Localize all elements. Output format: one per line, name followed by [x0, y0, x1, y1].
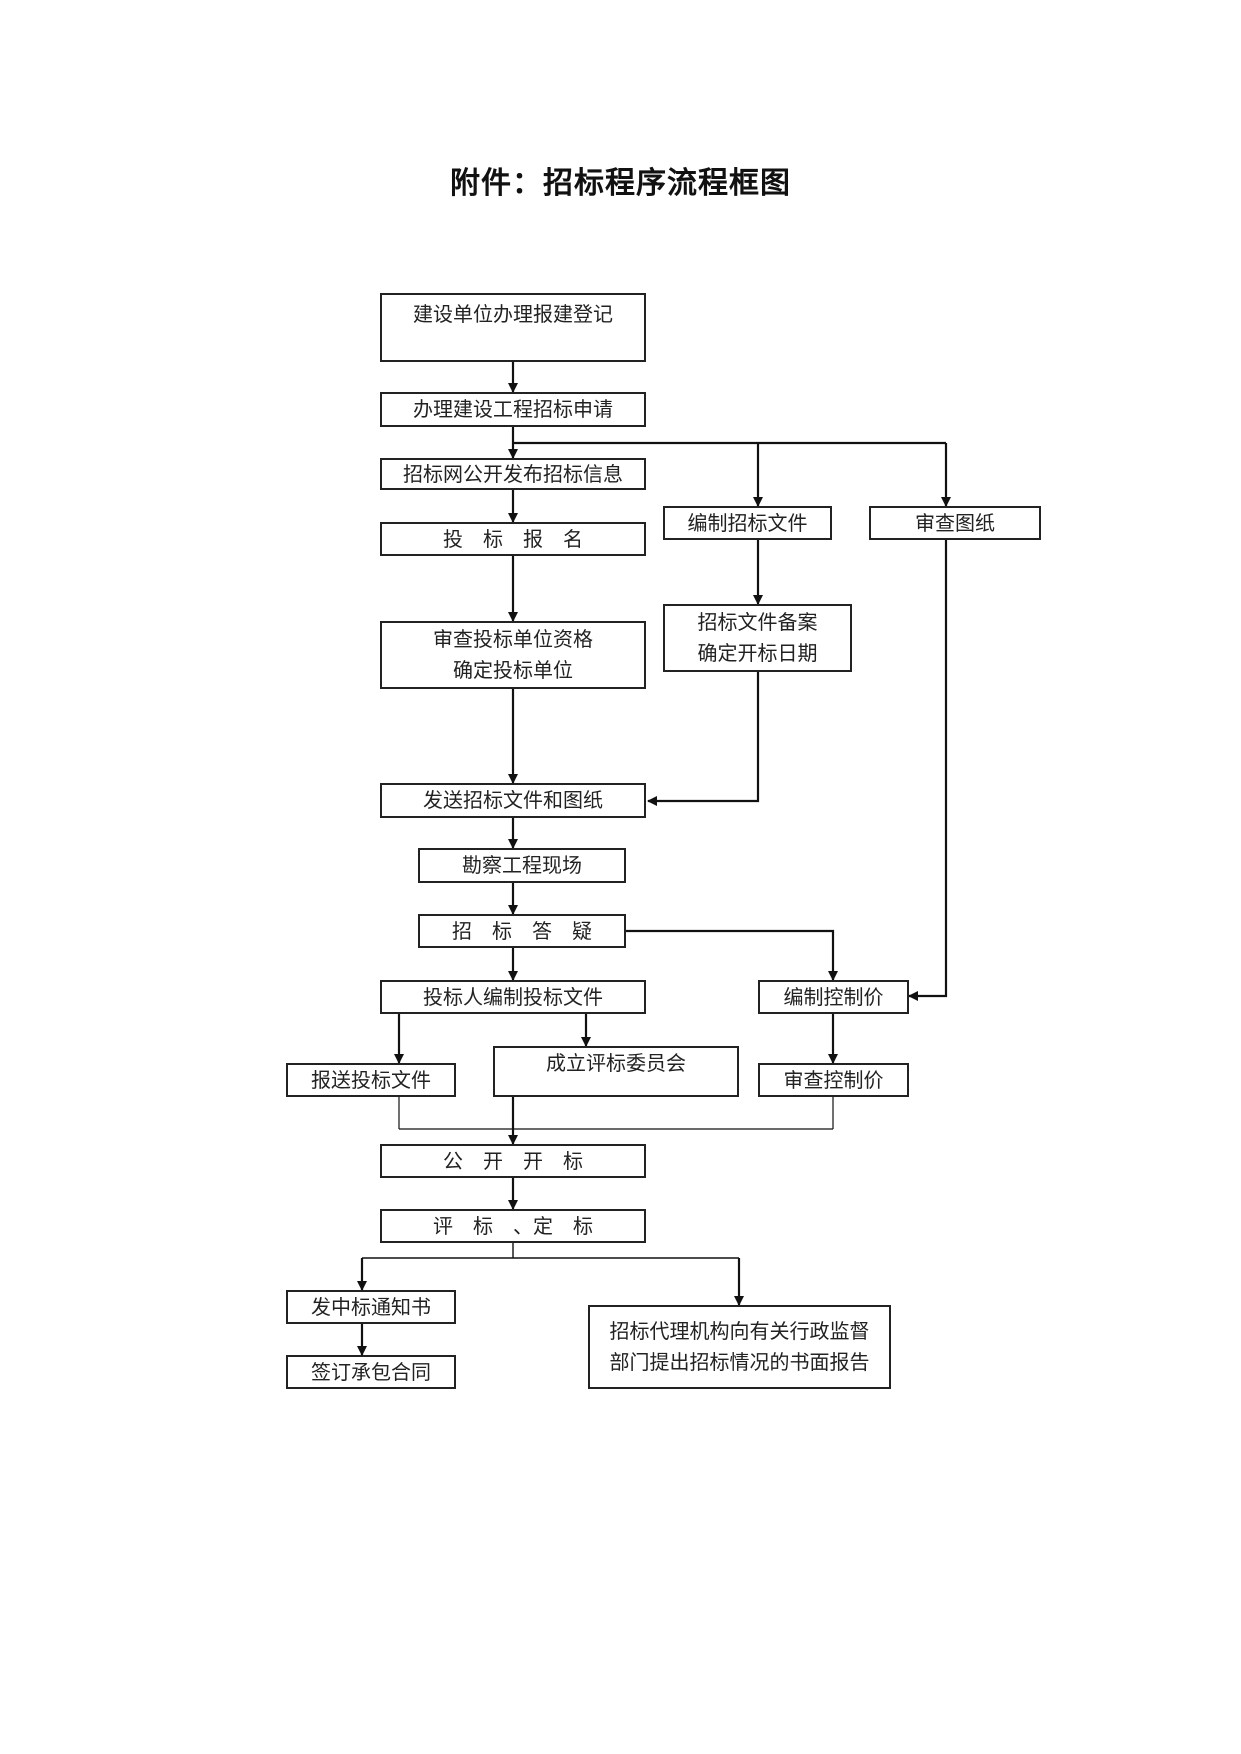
node-prepare-docs: 编制招标文件	[663, 506, 832, 540]
node-publish: 招标网公开发布招标信息	[380, 458, 646, 490]
node-signup: 投 标 报 名	[380, 522, 646, 556]
node-open-bid: 公 开 开 标	[380, 1144, 646, 1178]
node-register: 建设单位办理报建登记	[380, 293, 646, 362]
node-site-visit: 勘察工程现场	[418, 848, 626, 883]
node-review-price: 审查控制价	[758, 1063, 909, 1097]
node-bidder-prepare: 投标人编制投标文件	[380, 980, 646, 1014]
node-qa: 招 标 答 疑	[418, 914, 626, 948]
node-evaluate: 评 标 、定 标	[380, 1209, 646, 1243]
page-title: 附件：招标程序流程框图	[450, 166, 791, 201]
arrow-file-send	[647, 672, 760, 806]
node-submit-bid: 报送投标文件	[286, 1063, 456, 1097]
node-committee: 成立评标委员会	[493, 1046, 739, 1097]
node-send-docs: 发送招标文件和图纸	[380, 783, 646, 818]
node-contract: 签订承包合同	[286, 1355, 456, 1389]
node-review-drawings: 审查图纸	[869, 506, 1041, 540]
node-report: 招标代理机构向有关行政监督 部门提出招标情况的书面报告	[588, 1305, 891, 1389]
node-control-price: 编制控制价	[758, 980, 909, 1014]
arrow-drawings-control	[908, 540, 948, 1001]
node-file-docs: 招标文件备案 确定开标日期	[663, 604, 852, 672]
arrow-qa-control	[626, 929, 838, 981]
node-qualify: 审查投标单位资格 确定投标单位	[380, 621, 646, 689]
node-notice: 发中标通知书	[286, 1290, 456, 1324]
node-apply: 办理建设工程招标申请	[380, 392, 646, 427]
